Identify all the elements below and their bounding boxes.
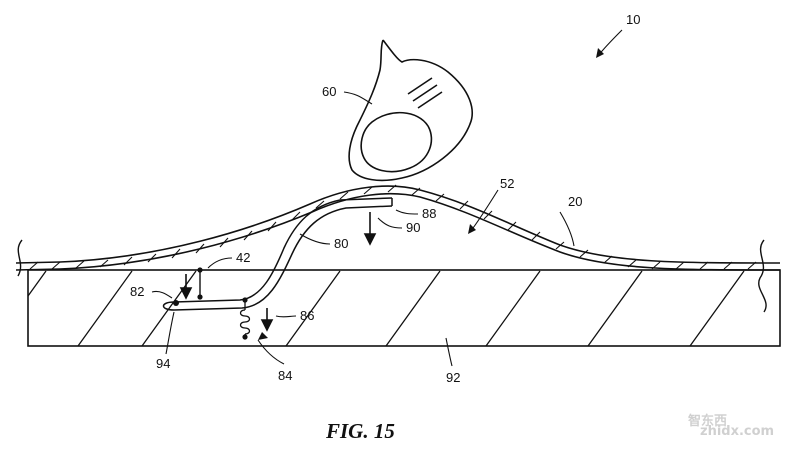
watermark-subtext: zhidx.com: [700, 424, 774, 437]
watermark-text: 智东西: [688, 413, 727, 429]
label-device: 10: [626, 12, 640, 27]
contact-element: [197, 267, 203, 300]
label-finger: 60: [322, 84, 336, 99]
label-arm: 80: [334, 236, 348, 251]
label-direction-c: 86: [300, 308, 314, 323]
label-direction-a: 90: [406, 220, 420, 235]
spring-element: [239, 297, 251, 340]
label-housing: 92: [446, 370, 460, 385]
finger-illustration: [348, 39, 473, 182]
label-contact: 42: [236, 250, 250, 265]
label-spring: 84: [278, 368, 292, 383]
display-cover-layer: [15, 184, 781, 313]
force-arrows: [179, 212, 377, 332]
leader-arrowheads: [258, 48, 604, 340]
label-direction-b: 82: [130, 284, 144, 299]
housing-block: [27, 269, 781, 347]
label-region: 52: [500, 176, 514, 191]
watermark-logo: 智东西 zhidx.com: [686, 403, 782, 439]
label-end: 94: [156, 356, 170, 371]
label-display: 20: [568, 194, 582, 209]
flexible-arm: [162, 197, 393, 311]
label-member: 88: [422, 206, 436, 221]
arm-end-dot: [173, 300, 179, 306]
reference-labels: 10 60 52 20 88 80 90 42 82 86 94 84 92: [130, 12, 640, 385]
figure-caption: FIG. 15: [325, 419, 395, 443]
